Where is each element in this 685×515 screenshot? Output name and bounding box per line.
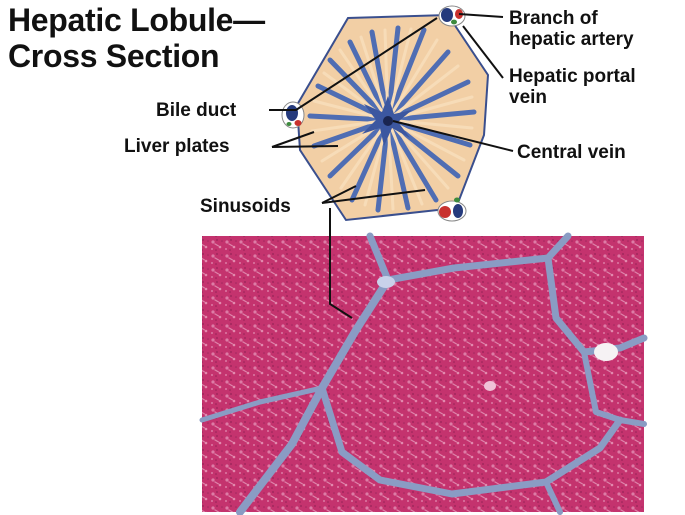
label-sinusoids: Sinusoids [200, 196, 291, 217]
label-branch-hepatic-artery: Branch of hepatic artery [509, 8, 634, 50]
label-portal-line-1: Hepatic portal [509, 66, 636, 87]
portal-triad-top [439, 6, 465, 26]
micrograph-portal-area [377, 276, 395, 288]
label-branch-line-2: hepatic artery [509, 29, 634, 50]
leader-branch-artery [459, 14, 503, 17]
label-bile-duct: Bile duct [156, 100, 236, 121]
label-liver-plates: Liver plates [124, 136, 230, 157]
leader-liver-plates-b [272, 146, 338, 147]
label-hepatic-portal-vein: Hepatic portal vein [509, 66, 636, 108]
hepatic-lobule-illustration [282, 6, 488, 221]
label-branch-line-1: Branch of [509, 8, 634, 29]
liver-micrograph [202, 236, 644, 512]
micrograph-vessel [594, 343, 618, 361]
micrograph-central-vein [484, 381, 496, 391]
label-central-vein: Central vein [517, 142, 626, 163]
label-portal-line-2: vein [509, 87, 636, 108]
